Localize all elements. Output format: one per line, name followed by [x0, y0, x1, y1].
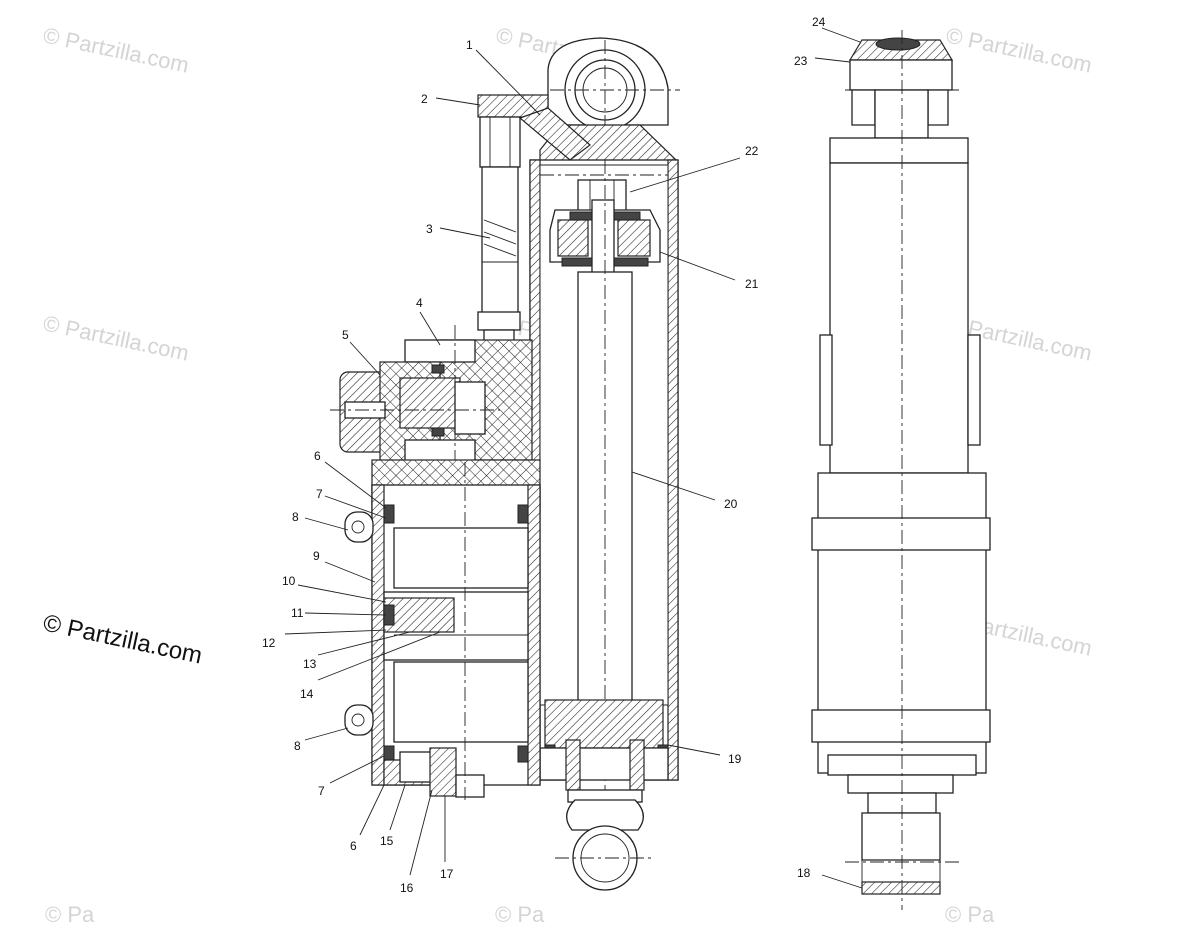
callout-14: 14 [300, 687, 314, 701]
watermark-faint: © Pa [45, 902, 95, 927]
main-shock-body [529, 37, 680, 891]
callout-9: 9 [313, 549, 320, 563]
callout-13: 13 [303, 657, 317, 671]
callout-5: 5 [342, 328, 349, 342]
callout-12: 12 [262, 636, 276, 650]
watermark-faint: © Pa [945, 902, 995, 927]
callout-17: 17 [440, 867, 454, 881]
callout-23: 23 [794, 54, 808, 68]
callout-8b: 8 [294, 739, 301, 753]
callout-4: 4 [416, 296, 423, 310]
reservoir-body [344, 459, 541, 800]
callout-24: 24 [812, 15, 826, 29]
side-view [811, 30, 991, 910]
leader-lines [284, 27, 863, 889]
callout-19: 19 [728, 752, 742, 766]
callout-20: 20 [724, 497, 738, 511]
callout-2: 2 [421, 92, 428, 106]
callout-15: 15 [380, 834, 394, 848]
callout-labels: 1 2 3 4 5 6 7 8 9 10 11 12 13 14 8 7 6 1… [262, 15, 826, 895]
callout-6a: 6 [314, 449, 321, 463]
callout-10: 10 [282, 574, 296, 588]
watermark-main: © Partzilla.com [41, 609, 205, 669]
callout-18: 18 [797, 866, 811, 880]
watermark-faint: © Partzilla.com [944, 22, 1094, 77]
callout-7a: 7 [316, 487, 323, 501]
watermark-faint: © Pa [495, 902, 545, 927]
callout-6b: 6 [350, 839, 357, 853]
callout-16: 16 [400, 881, 414, 895]
callout-22: 22 [745, 144, 759, 158]
callout-11: 11 [291, 606, 304, 620]
callout-1: 1 [466, 38, 473, 52]
callout-8a: 8 [292, 510, 299, 524]
watermark-faint: © Partzilla.com [41, 22, 191, 77]
callout-21: 21 [745, 277, 759, 291]
callout-3: 3 [426, 222, 433, 236]
callout-7b: 7 [318, 784, 325, 798]
watermark-faint: © Partzilla.com [41, 310, 191, 365]
